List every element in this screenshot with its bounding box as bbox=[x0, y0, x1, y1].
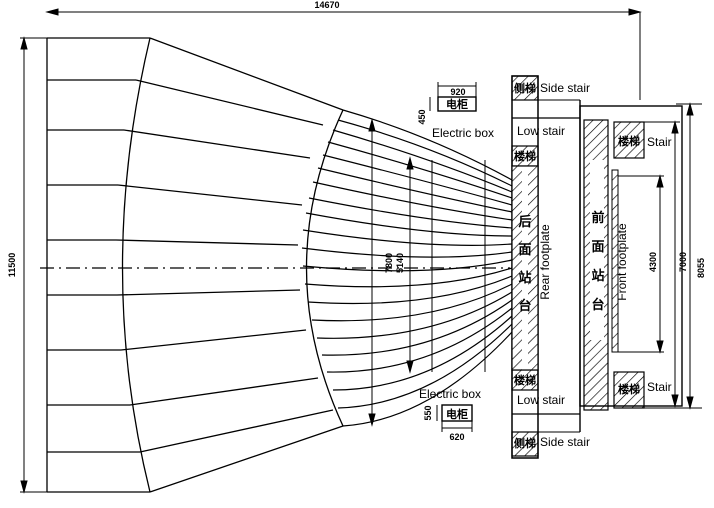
label-low-stair-top: Low stair bbox=[517, 124, 565, 138]
dim-fan-span: 7800 bbox=[384, 253, 394, 273]
label-side-stair-bottom: Side stair bbox=[540, 435, 590, 449]
cjk-rear-platform-1: 后 bbox=[518, 214, 531, 230]
front-platform bbox=[579, 105, 683, 411]
dim-box-bottom-width: 620 bbox=[449, 432, 464, 442]
cjk-stair-front-bottom: 楼梯 bbox=[618, 382, 640, 396]
dim-box-top-width: 920 bbox=[450, 87, 465, 97]
cjk-front-platform-4: 台 bbox=[591, 297, 604, 313]
label-rear-footplate: Rear footplate bbox=[538, 224, 552, 300]
cjk-front-platform-3: 站 bbox=[591, 268, 604, 284]
cjk-electric-cabinet-bottom: 电柜 bbox=[446, 407, 468, 421]
cjk-side-stair-top: 侧梯 bbox=[514, 81, 536, 95]
cjk-electric-cabinet-top: 电柜 bbox=[446, 97, 468, 111]
label-electric-box-bottom: Electric box bbox=[419, 387, 481, 401]
label-stair-top: Stair bbox=[647, 135, 672, 149]
label-front-footplate: Front footplate bbox=[615, 223, 629, 301]
dim-box-top-height: 450 bbox=[417, 109, 427, 124]
dim-box-bottom-height: 550 bbox=[423, 405, 433, 420]
cjk-front-platform-1: 前 bbox=[591, 210, 604, 226]
dim-overall-width: 14670 bbox=[314, 0, 339, 10]
cjk-stair-rear-top: 楼梯 bbox=[514, 149, 536, 163]
fan-seating-grid bbox=[46, 37, 344, 493]
cjk-side-stair-bottom: 侧梯 bbox=[514, 436, 536, 450]
cjk-rear-platform-3: 站 bbox=[518, 270, 531, 286]
electric-box-bottom bbox=[436, 404, 473, 432]
dim-front-mid: 7000 bbox=[678, 252, 688, 272]
dim-front-inner: 4300 bbox=[648, 252, 658, 272]
cjk-stair-rear-bottom: 楼梯 bbox=[514, 373, 536, 387]
cjk-stair-front-top: 楼梯 bbox=[618, 134, 640, 148]
dimension-lines bbox=[20, 8, 702, 494]
dim-front-outer: 8055 bbox=[696, 258, 706, 278]
cjk-rear-platform-2: 面 bbox=[518, 243, 531, 258]
label-side-stair-top: Side stair bbox=[540, 81, 590, 95]
converging-rows bbox=[301, 109, 513, 427]
dim-overall-height: 11500 bbox=[7, 253, 17, 278]
cjk-rear-platform-4: 台 bbox=[518, 298, 531, 314]
electric-box-top bbox=[429, 82, 477, 112]
dim-inner-span: 5140 bbox=[395, 253, 405, 273]
label-electric-box-top: Electric box bbox=[432, 126, 494, 140]
cjk-front-platform-2: 面 bbox=[591, 240, 604, 255]
label-stair-bottom: Stair bbox=[647, 380, 672, 394]
label-low-stair-bottom: Low stair bbox=[517, 393, 565, 407]
